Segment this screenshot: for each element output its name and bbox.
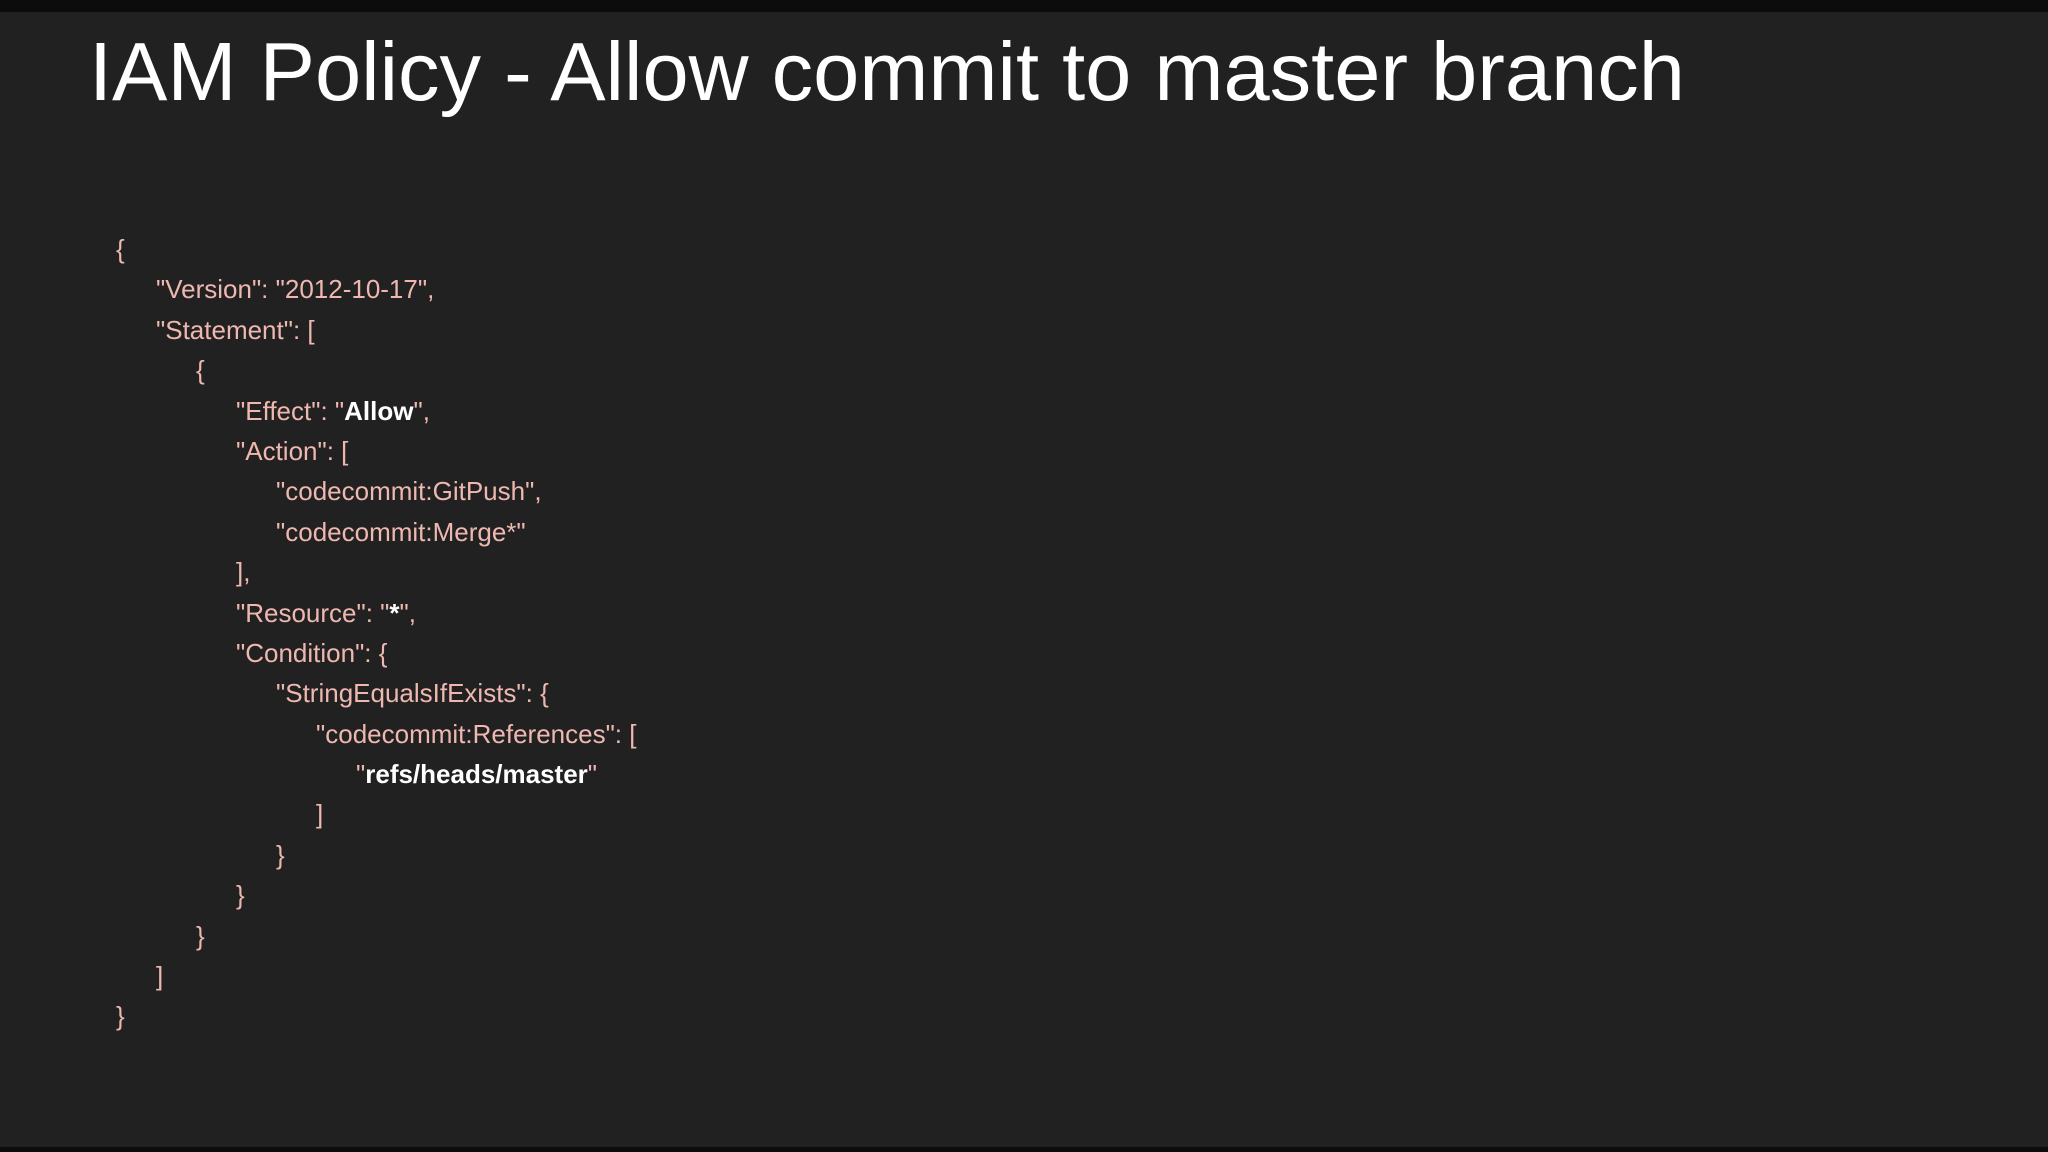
code-line: ], bbox=[116, 552, 636, 592]
code-segment: "codecommit:References": [ bbox=[316, 718, 637, 749]
code-line: "codecommit:Merge*" bbox=[116, 512, 636, 552]
code-segment: ] bbox=[316, 799, 324, 830]
code-line: "refs/heads/master" bbox=[116, 754, 636, 794]
code-segment: ], bbox=[236, 557, 251, 588]
code-line: { bbox=[116, 350, 636, 390]
code-segment: } bbox=[116, 1001, 125, 1032]
code-segment: { bbox=[116, 234, 125, 264]
code-segment-highlight: Allow bbox=[344, 395, 414, 426]
code-line: } bbox=[116, 996, 636, 1036]
code-line: ] bbox=[116, 794, 636, 834]
code-segment: "Condition": { bbox=[236, 637, 388, 668]
code-segment: "Version": "2012-10-17", bbox=[156, 274, 435, 305]
code-line: ] bbox=[116, 956, 636, 996]
code-line: "Condition": { bbox=[116, 633, 636, 673]
code-segment: " bbox=[587, 759, 598, 790]
code-line: "codecommit:References": [ bbox=[116, 714, 636, 754]
code-segment: "Resource": " bbox=[236, 597, 390, 628]
code-line: "codecommit:GitPush", bbox=[116, 471, 636, 511]
code-line: "Resource": "*", bbox=[116, 593, 636, 633]
code-line: } bbox=[116, 916, 636, 956]
code-line: } bbox=[116, 835, 636, 875]
code-segment: "codecommit:GitPush", bbox=[276, 476, 542, 507]
code-line: "Effect": "Allow", bbox=[116, 391, 636, 431]
code-line: "StringEqualsIfExists": { bbox=[116, 673, 636, 713]
letterbox-bottom-bar bbox=[0, 1147, 2048, 1152]
code-segment: ", bbox=[413, 395, 430, 426]
code-segment: } bbox=[276, 839, 285, 870]
code-segment: "StringEqualsIfExists": { bbox=[276, 678, 549, 709]
code-segment: "Effect": " bbox=[236, 395, 345, 426]
code-segment: "codecommit:Merge*" bbox=[276, 516, 526, 547]
code-line: { bbox=[116, 229, 636, 269]
code-segment-highlight: refs/heads/master bbox=[365, 759, 588, 790]
code-segment: } bbox=[236, 880, 245, 911]
code-segment-highlight: * bbox=[389, 597, 400, 628]
slide-title: IAM Policy - Allow commit to master bran… bbox=[89, 25, 1685, 118]
code-segment: ] bbox=[156, 961, 164, 992]
letterbox-top-bar bbox=[0, 0, 2048, 12]
code-segment: ", bbox=[399, 597, 416, 628]
code-line: "Statement": [ bbox=[116, 310, 636, 350]
code-segment: " bbox=[356, 759, 366, 790]
code-segment: "Action": [ bbox=[236, 435, 349, 466]
code-segment: { bbox=[196, 355, 205, 386]
code-line: "Action": [ bbox=[116, 431, 636, 471]
code-line: "Version": "2012-10-17", bbox=[116, 269, 636, 309]
code-segment: } bbox=[196, 920, 205, 951]
code-line: } bbox=[116, 875, 636, 915]
code-segment: "Statement": [ bbox=[156, 314, 315, 345]
iam-policy-code-block: { "Version": "2012-10-17", "Statement": [ {… bbox=[116, 229, 636, 1037]
